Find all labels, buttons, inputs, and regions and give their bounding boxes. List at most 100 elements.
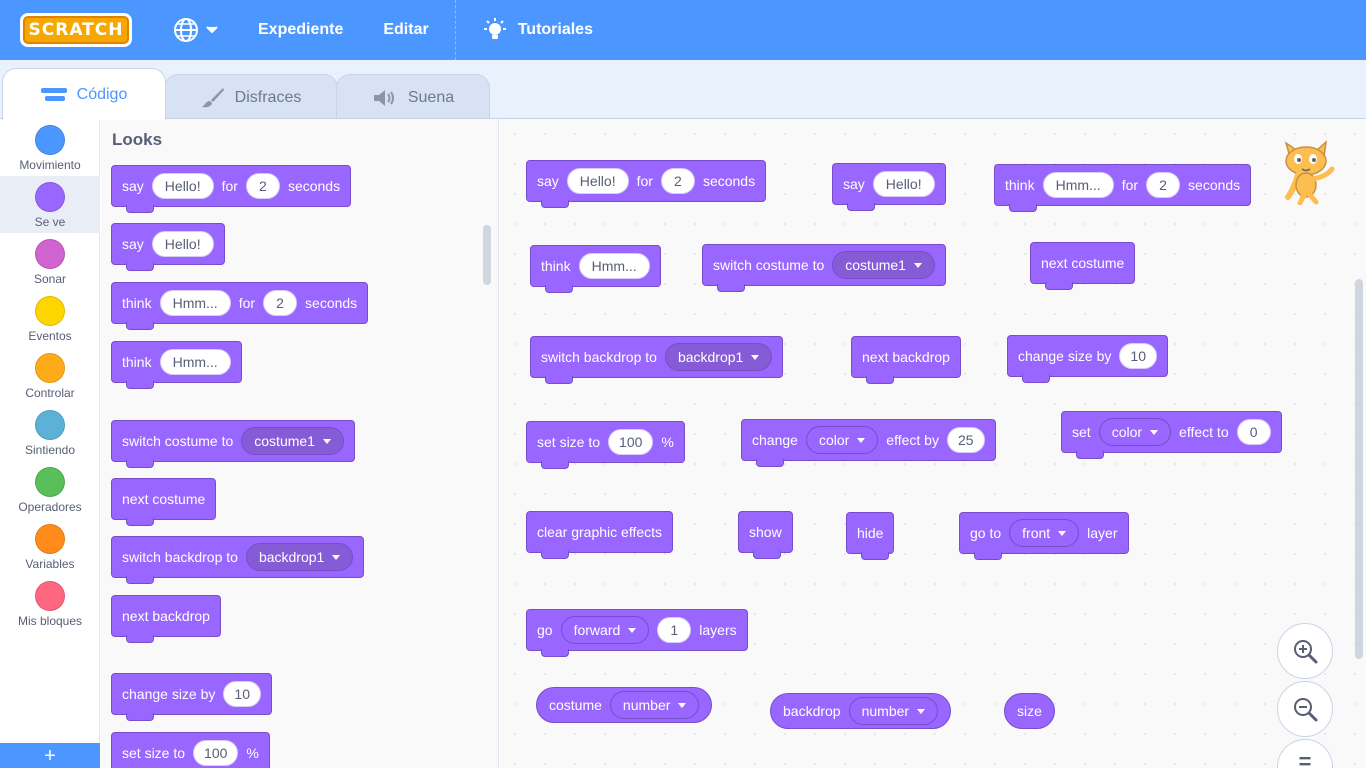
- block-think[interactable]: think Hmm...: [530, 245, 661, 293]
- block-next-backdrop[interactable]: next backdrop: [851, 336, 961, 384]
- equals-icon: =: [1298, 749, 1312, 768]
- category-my-blocks[interactable]: Mis bloques: [0, 575, 100, 632]
- effect-input[interactable]: 0: [1236, 419, 1271, 445]
- backdrop-property-dropdown[interactable]: number: [848, 697, 939, 725]
- category-label: Movimiento: [19, 158, 81, 172]
- block-next-costume[interactable]: next costume: [111, 478, 217, 526]
- block-go-layers[interactable]: go forward 1 layers: [526, 609, 748, 657]
- script-area[interactable]: say Hello! for 2 seconds say Hello! thin…: [500, 119, 1366, 768]
- direction-dropdown[interactable]: forward: [560, 616, 650, 644]
- script-scrollbar[interactable]: [1355, 279, 1363, 659]
- block-say[interactable]: say Hello!: [111, 223, 225, 271]
- caret-down-icon: [913, 262, 922, 268]
- block-change-effect[interactable]: change color effect by 25: [741, 419, 996, 467]
- category-looks-dot: [35, 182, 65, 212]
- block-think[interactable]: think Hmm...: [111, 341, 242, 389]
- seconds-input[interactable]: 2: [660, 168, 695, 194]
- seconds-input[interactable]: 2: [1146, 172, 1181, 198]
- block-think-for-seconds[interactable]: think Hmm... for 2 seconds: [111, 282, 369, 330]
- caret-down-icon: [751, 354, 760, 360]
- size-input[interactable]: 100: [608, 429, 654, 455]
- message-input[interactable]: Hello!: [151, 231, 214, 257]
- layer-dropdown[interactable]: front: [1009, 519, 1080, 547]
- caret-down-icon: [322, 438, 331, 444]
- backdrop-dropdown[interactable]: backdrop1: [664, 343, 773, 371]
- dropdown-value: forward: [573, 622, 621, 638]
- block-text: think: [122, 354, 152, 370]
- scratch-logo[interactable]: SCRATCH: [20, 13, 132, 47]
- category-control[interactable]: Controlar: [0, 347, 100, 404]
- size-input[interactable]: 10: [223, 681, 261, 707]
- category-variables[interactable]: Variables: [0, 518, 100, 575]
- block-hide[interactable]: hide: [846, 512, 895, 560]
- tutorials-menu[interactable]: Tutoriales: [462, 0, 613, 60]
- category-sensing[interactable]: Sintiendo: [0, 404, 100, 461]
- reporter-backdrop[interactable]: backdrop number: [770, 693, 952, 729]
- tab-code[interactable]: Código: [2, 68, 166, 120]
- message-input[interactable]: Hmm...: [578, 253, 650, 279]
- tab-costumes[interactable]: Disfraces: [164, 74, 338, 120]
- message-input[interactable]: Hmm...: [159, 349, 231, 375]
- block-text: switch costume to: [122, 433, 234, 449]
- layers-input[interactable]: 1: [657, 617, 692, 643]
- block-clear-graphic-effects[interactable]: clear graphic effects: [526, 511, 674, 559]
- tab-sounds[interactable]: Suena: [336, 74, 490, 120]
- block-say-for-seconds[interactable]: say Hello! for 2 seconds: [111, 165, 352, 213]
- reporter-costume[interactable]: costume number: [536, 687, 713, 723]
- category-looks[interactable]: Se ve: [0, 176, 100, 233]
- size-input[interactable]: 100: [193, 740, 239, 766]
- zoom-in-button[interactable]: [1277, 623, 1333, 679]
- block-set-size[interactable]: set size to 100 %: [111, 732, 270, 768]
- category-sound-dot: [35, 239, 65, 269]
- reporter-size[interactable]: size: [1004, 693, 1055, 729]
- message-input[interactable]: Hello!: [872, 171, 935, 197]
- size-input[interactable]: 10: [1119, 343, 1157, 369]
- block-next-backdrop[interactable]: next backdrop: [111, 595, 221, 643]
- block-show[interactable]: show: [738, 511, 793, 559]
- seconds-input[interactable]: 2: [245, 173, 280, 199]
- costume-dropdown[interactable]: costume1: [241, 427, 344, 455]
- message-input[interactable]: Hello!: [151, 173, 214, 199]
- message-input[interactable]: Hmm...: [159, 290, 231, 316]
- block-change-size[interactable]: change size by 10: [1007, 335, 1168, 383]
- effect-dropdown[interactable]: color: [805, 426, 879, 454]
- block-think-for-seconds[interactable]: think Hmm... for 2 seconds: [994, 164, 1252, 212]
- block-switch-costume[interactable]: switch costume to costume1: [702, 244, 946, 292]
- block-set-size[interactable]: set size to 100 %: [526, 421, 685, 469]
- message-input[interactable]: Hmm...: [1042, 172, 1114, 198]
- palette-scrollbar[interactable]: [483, 225, 491, 285]
- menu-bar: SCRATCH Expediente Editar Tutoriales: [0, 0, 1366, 60]
- block-say-for-seconds[interactable]: say Hello! for 2 seconds: [526, 160, 767, 208]
- tab-sounds-label: Suena: [407, 88, 455, 106]
- category-menu: Movimiento Se ve Sonar Eventos Controlar…: [0, 119, 100, 768]
- block-switch-costume[interactable]: switch costume to costume1: [111, 420, 355, 468]
- backdrop-dropdown[interactable]: backdrop1: [245, 543, 354, 571]
- message-input[interactable]: Hello!: [566, 168, 629, 194]
- costume-property-dropdown[interactable]: number: [609, 691, 700, 719]
- zoom-reset-button[interactable]: =: [1277, 739, 1333, 768]
- block-set-effect[interactable]: set color effect to 0: [1061, 411, 1282, 459]
- language-menu[interactable]: [152, 0, 238, 60]
- seconds-input[interactable]: 2: [263, 290, 298, 316]
- block-switch-backdrop[interactable]: switch backdrop to backdrop1: [530, 336, 784, 384]
- block-change-size[interactable]: change size by 10: [111, 673, 272, 721]
- category-sound[interactable]: Sonar: [0, 233, 100, 290]
- block-text: hide: [857, 525, 884, 541]
- zoom-out-button[interactable]: [1277, 681, 1333, 737]
- add-extension-button[interactable]: +: [0, 743, 100, 768]
- block-go-to-layer[interactable]: go to front layer: [959, 512, 1129, 560]
- edit-menu[interactable]: Editar: [383, 21, 429, 38]
- block-next-costume[interactable]: next costume: [1030, 242, 1136, 290]
- category-operators-dot: [35, 467, 65, 497]
- effect-dropdown[interactable]: color: [1098, 418, 1172, 446]
- effect-input[interactable]: 25: [946, 427, 985, 453]
- block-switch-backdrop[interactable]: switch backdrop to backdrop1: [111, 536, 365, 584]
- block-say[interactable]: say Hello!: [832, 163, 946, 211]
- block-text: for: [238, 295, 256, 311]
- category-motion[interactable]: Movimiento: [0, 119, 100, 176]
- costume-dropdown[interactable]: costume1: [832, 251, 935, 279]
- file-menu[interactable]: Expediente: [258, 21, 344, 38]
- category-operators[interactable]: Operadores: [0, 461, 100, 518]
- category-events[interactable]: Eventos: [0, 290, 100, 347]
- block-text: say: [843, 176, 865, 192]
